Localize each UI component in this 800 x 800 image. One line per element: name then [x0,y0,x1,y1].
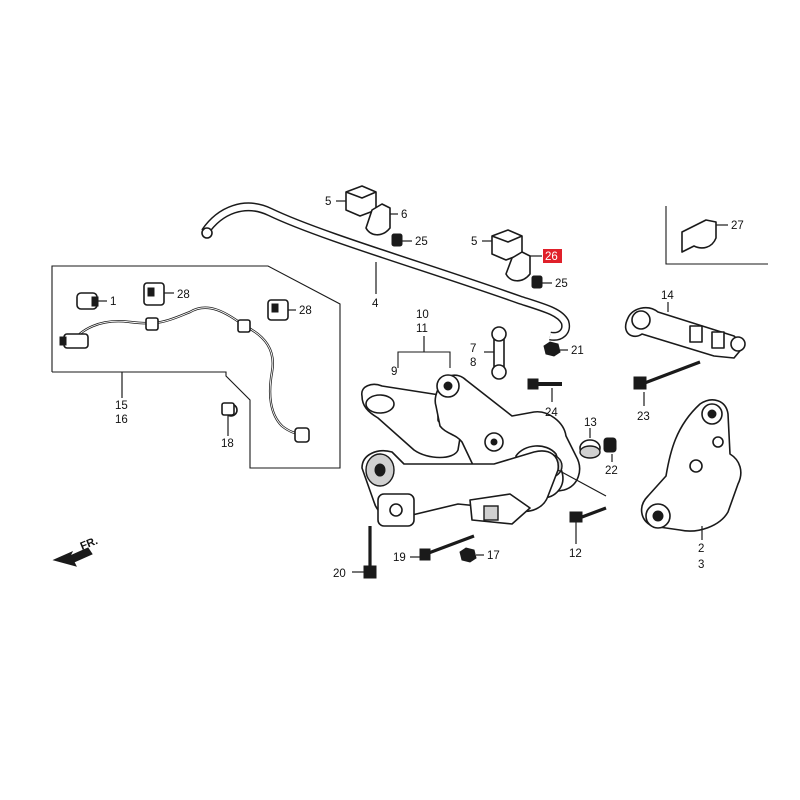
callout-20[interactable]: 20 [333,568,346,580]
part-12-bolt[interactable] [569,506,607,544]
callout-5-lower[interactable]: 5 [471,236,477,248]
part-1-sensor-connector[interactable] [76,292,107,310]
callout-18[interactable]: 18 [221,438,234,450]
callout-5-upper[interactable]: 5 [325,196,331,208]
part-25-bolt-lower[interactable] [531,275,552,289]
callout-26[interactable]: 26 [545,251,558,263]
callout-6[interactable]: 6 [401,209,407,221]
callout-14[interactable]: 14 [661,290,674,302]
direction-label: FR. [79,535,100,553]
part-7-8-stabilizer-link[interactable] [484,326,507,380]
abs-sensor-wire-harness[interactable] [59,306,310,443]
part-25-bolt-upper[interactable] [391,233,412,247]
callout-28-left[interactable]: 28 [177,289,190,301]
callout-10[interactable]: 10 [416,309,429,321]
callout-21[interactable]: 21 [571,345,584,357]
callout-17[interactable]: 17 [487,550,500,562]
part-27-inset-bracket[interactable] [665,206,768,265]
front-direction-arrow [52,547,93,567]
callout-13[interactable]: 13 [584,417,597,429]
part-17-nut[interactable] [459,547,484,563]
part-4-stabilizer-bar[interactable] [201,202,571,341]
callout-27[interactable]: 27 [731,220,744,232]
callout-labels: 1 28 28 15 16 18 5 6 25 4 5 26 25 27 10 … [79,196,744,580]
callout-2[interactable]: 2 [698,543,704,555]
sensor-group-bracket [51,265,341,469]
callout-26-highlight-box[interactable] [543,249,562,263]
callout-7[interactable]: 7 [470,343,476,355]
part-28-clip-right[interactable] [267,299,296,321]
callout-16[interactable]: 16 [115,414,128,426]
part-26-bracket-highlighted[interactable] [505,251,542,282]
callout-25-upper[interactable]: 25 [415,236,428,248]
part-20-bolt[interactable] [352,526,377,579]
callout-24[interactable]: 24 [545,407,558,419]
part-19-bolt[interactable] [410,534,475,561]
callout-25-lower[interactable]: 25 [555,278,568,290]
callout-28-right[interactable]: 28 [299,305,312,317]
part-28-clip-left[interactable] [143,282,174,306]
callout-4[interactable]: 4 [372,298,379,310]
front-arm-assembly[interactable] [361,450,607,527]
part-21-nut[interactable] [543,341,568,357]
callout-11[interactable]: 11 [416,323,428,335]
part-14-upper-arm[interactable] [624,302,746,359]
part-2-3-knuckle[interactable] [640,399,742,540]
callout-3[interactable]: 3 [698,559,704,571]
callout-19[interactable]: 19 [393,552,406,564]
callout-10-11-bracket [397,336,451,368]
callout-8[interactable]: 8 [470,357,476,369]
sensor-leaders [121,372,229,436]
callout-1[interactable]: 1 [110,296,116,308]
callout-9[interactable]: 9 [391,366,397,378]
callout-15[interactable]: 15 [115,400,128,412]
part-24-bolt[interactable] [527,378,562,402]
callout-12[interactable]: 12 [569,548,582,560]
part-6-bracket-upper[interactable] [365,203,398,236]
part-22-bushing[interactable] [579,428,617,462]
callout-22[interactable]: 22 [605,465,618,477]
part-5-bushing-upper[interactable] [336,185,377,217]
part-18-clip[interactable] [221,402,235,416]
part-23-bolt[interactable] [633,360,701,406]
callout-23[interactable]: 23 [637,411,650,423]
